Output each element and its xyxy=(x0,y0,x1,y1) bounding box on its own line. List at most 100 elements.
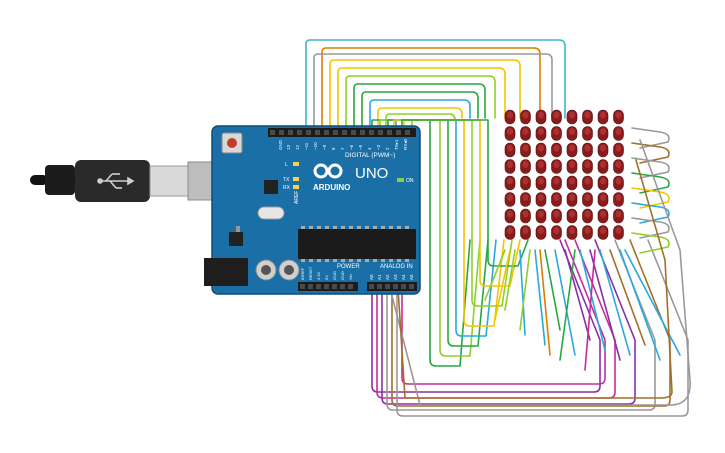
wire[interactable] xyxy=(369,99,471,133)
wire[interactable] xyxy=(519,249,526,336)
usb-plug-metal xyxy=(149,165,189,197)
wire[interactable] xyxy=(631,217,670,239)
wire[interactable] xyxy=(361,91,479,133)
wire[interactable] xyxy=(519,249,531,331)
analog-pin-hole[interactable] xyxy=(369,284,374,289)
wire[interactable] xyxy=(337,67,506,133)
wire[interactable] xyxy=(619,249,661,361)
digital-pin-hole[interactable] xyxy=(360,130,365,135)
wire[interactable] xyxy=(504,249,516,311)
wire[interactable] xyxy=(371,239,601,393)
wire[interactable] xyxy=(599,249,631,356)
wire[interactable] xyxy=(401,239,606,385)
digital-pin-hole[interactable] xyxy=(324,130,329,135)
digital-pin-hole[interactable] xyxy=(279,130,284,135)
wire[interactable] xyxy=(534,249,546,346)
digital-pin-hole[interactable] xyxy=(270,130,275,135)
wire[interactable] xyxy=(559,249,576,361)
wire[interactable] xyxy=(345,75,496,133)
wire[interactable] xyxy=(539,249,551,356)
digital-pin-hole[interactable] xyxy=(369,130,374,135)
power-pin-hole[interactable] xyxy=(316,284,321,289)
digital-pin-hole[interactable] xyxy=(387,130,392,135)
digital-pin-hole[interactable] xyxy=(306,130,311,135)
wire[interactable] xyxy=(631,232,670,254)
wire[interactable] xyxy=(584,249,596,371)
wire[interactable] xyxy=(391,239,671,407)
analog-pin-hole[interactable] xyxy=(401,284,406,289)
chip-legs xyxy=(301,226,409,262)
digital-pin-holes xyxy=(270,130,410,135)
wire[interactable] xyxy=(631,127,670,149)
wire[interactable] xyxy=(329,59,521,133)
wire[interactable] xyxy=(396,239,689,417)
wire[interactable] xyxy=(353,83,486,133)
analog-pin-hole[interactable] xyxy=(385,284,390,289)
power-jack[interactable] xyxy=(204,258,248,286)
power-pin-hole[interactable] xyxy=(340,284,345,289)
wire[interactable] xyxy=(397,159,673,399)
wire[interactable] xyxy=(387,119,489,347)
power-pin-hole[interactable] xyxy=(324,284,329,289)
wire[interactable] xyxy=(631,172,670,194)
usb-cable[interactable] xyxy=(30,160,215,202)
digital-pin-hole[interactable] xyxy=(351,130,356,135)
digital-pin-label: RX◂0 xyxy=(403,138,408,150)
power-pin-hole[interactable] xyxy=(308,284,313,289)
wire[interactable] xyxy=(624,249,681,356)
led-matrix[interactable] xyxy=(504,109,624,240)
wire[interactable] xyxy=(385,113,456,133)
power-label: POWER xyxy=(337,264,360,270)
reset-button-cap xyxy=(227,138,237,148)
digital-pin-label: ~11 xyxy=(304,142,309,150)
wire[interactable] xyxy=(401,119,529,267)
wire[interactable] xyxy=(371,119,471,367)
wire[interactable] xyxy=(411,119,513,307)
digital-pin-hole[interactable] xyxy=(405,130,410,135)
usb-boot xyxy=(45,165,75,195)
wire[interactable] xyxy=(381,239,636,405)
wire[interactable] xyxy=(579,249,606,351)
aref-label: AREF xyxy=(294,191,300,204)
wire[interactable] xyxy=(631,187,670,209)
wire[interactable] xyxy=(494,249,511,321)
wire[interactable] xyxy=(321,47,541,133)
digital-pin-label: 8 xyxy=(331,147,336,150)
wire[interactable] xyxy=(631,157,670,179)
power-pin-hole[interactable] xyxy=(300,284,305,289)
digital-pin-hole[interactable] xyxy=(315,130,320,135)
wire[interactable] xyxy=(544,249,561,331)
analog-pin-hole[interactable] xyxy=(409,284,414,289)
wire[interactable] xyxy=(609,249,646,346)
regulator xyxy=(229,232,243,246)
digital-pin-hole[interactable] xyxy=(288,130,293,135)
wire[interactable] xyxy=(484,249,506,301)
power-pin-hole[interactable] xyxy=(348,284,353,289)
wire[interactable] xyxy=(403,119,505,327)
wire[interactable] xyxy=(395,119,497,337)
digital-pin-hole[interactable] xyxy=(396,130,401,135)
wire[interactable] xyxy=(389,139,691,406)
analog-pin-hole[interactable] xyxy=(393,284,398,289)
digital-pin-label: 12 xyxy=(295,144,300,150)
power-pin-label: Vin xyxy=(348,274,353,280)
wire[interactable] xyxy=(313,53,553,133)
wire[interactable] xyxy=(554,249,576,356)
digital-pin-hole[interactable] xyxy=(342,130,347,135)
digital-pin-label: ~9 xyxy=(322,144,327,150)
digital-pin-hole[interactable] xyxy=(333,130,338,135)
wire[interactable] xyxy=(305,39,566,133)
wire[interactable] xyxy=(393,119,521,287)
wire[interactable] xyxy=(377,107,463,133)
digital-pin-hole[interactable] xyxy=(297,130,302,135)
digital-pin-hole[interactable] xyxy=(378,130,383,135)
analog-pin-hole[interactable] xyxy=(377,284,382,289)
wire[interactable] xyxy=(379,119,481,357)
digital-pin-label: ~10 xyxy=(313,142,318,150)
wire[interactable] xyxy=(564,249,591,341)
wire[interactable] xyxy=(631,142,670,164)
power-pin-hole[interactable] xyxy=(332,284,337,289)
wire[interactable] xyxy=(589,249,621,361)
